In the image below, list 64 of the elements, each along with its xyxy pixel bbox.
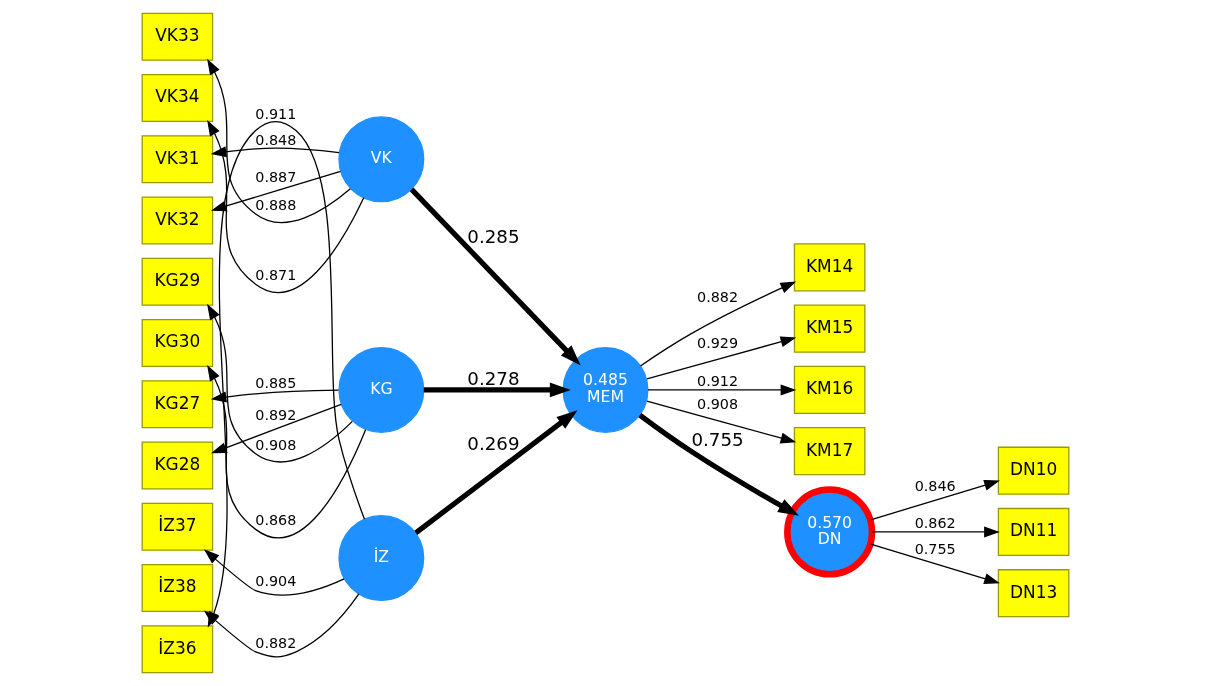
node-box: İZ36	[141, 625, 213, 674]
arrow	[637, 413, 799, 516]
node-box: KM15	[793, 304, 865, 353]
edge-label: 0.846	[914, 478, 956, 495]
arrow	[409, 187, 581, 366]
node-box: VK34	[141, 73, 213, 123]
edge-label: 0.892	[254, 406, 296, 423]
edge-label: 0.848	[254, 131, 296, 148]
edge-label: 0.882	[254, 634, 296, 651]
node-box: KG29	[141, 257, 213, 306]
edge-label: 0.755	[914, 540, 956, 557]
edge-label: 0.882	[696, 289, 738, 306]
edge-label: 0.911	[254, 105, 296, 122]
edge-label: 0.888	[254, 196, 296, 213]
arrow	[871, 526, 1000, 538]
node-box: İZ37	[141, 502, 213, 551]
node-box: DN10	[997, 446, 1069, 495]
arrow	[646, 384, 796, 396]
arrow	[639, 281, 796, 367]
arrow	[206, 365, 366, 539]
edge-label: 0.929	[696, 334, 738, 351]
node-circle: 0.570 DN	[783, 486, 875, 578]
arrow	[206, 120, 364, 294]
arrow	[210, 403, 342, 454]
node-circle: KG	[337, 346, 424, 433]
node-box: VK31	[141, 135, 213, 184]
node-box: İZ38	[141, 563, 213, 613]
edge-label: 0.755	[690, 429, 744, 451]
arrow	[413, 410, 577, 535]
node-box: VK33	[141, 12, 213, 61]
node-circle: VK	[337, 116, 424, 203]
node-box: VK32	[141, 196, 213, 245]
arrow	[423, 382, 571, 398]
edge-label: 0.285	[466, 225, 520, 247]
arrow	[210, 170, 341, 212]
arrow	[210, 146, 340, 158]
node-box: KM14	[793, 243, 865, 292]
edge-label: 0.904	[254, 573, 296, 590]
edge-label: 0.871	[254, 267, 296, 284]
arrow	[645, 400, 796, 444]
edge-label: 0.862	[914, 514, 956, 531]
node-box: KM16	[793, 365, 865, 414]
node-box: KG28	[141, 441, 213, 490]
arrow	[203, 549, 345, 596]
edge-label: 0.868	[254, 512, 296, 529]
node-box: DN11	[997, 507, 1069, 557]
arrow	[206, 303, 353, 463]
arrow	[869, 543, 1000, 585]
arrow	[203, 593, 359, 658]
edge-label: 0.278	[466, 367, 520, 389]
node-box: DN13	[997, 569, 1069, 618]
edge-label: 0.908	[254, 436, 296, 453]
node-circle: İZ	[337, 515, 424, 602]
arrow	[645, 336, 796, 380]
node-box: KG27	[141, 380, 213, 429]
edge-label: 0.908	[696, 396, 738, 413]
arrow	[869, 479, 1000, 521]
edge-label: 0.885	[254, 375, 296, 392]
arrow	[206, 58, 351, 224]
edge-label: 0.269	[466, 433, 520, 455]
node-box: KM17	[793, 427, 865, 476]
node-box: KG30	[141, 318, 213, 368]
edge-label: 0.912	[696, 372, 738, 389]
edge-label: 0.887	[254, 169, 296, 186]
